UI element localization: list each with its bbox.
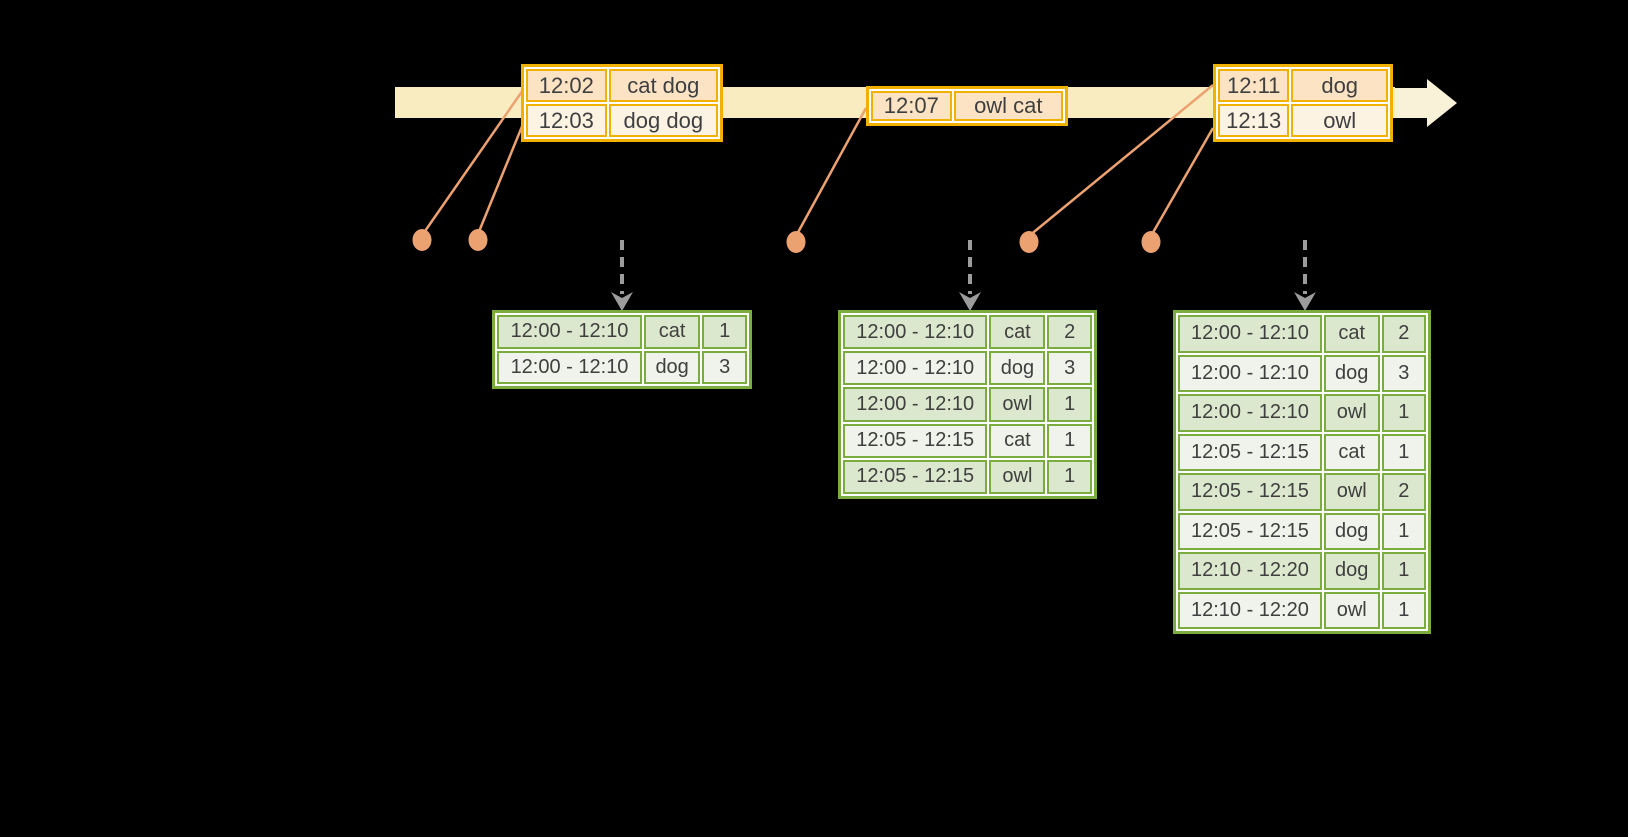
event-words-cell: dog (1291, 69, 1388, 102)
result-count-cell: 1 (1047, 423, 1092, 458)
event-dots (412, 229, 1161, 253)
result-window-cell: 12:00 - 12:10 (843, 315, 988, 350)
result-count-cell: 1 (1381, 433, 1426, 471)
result-window-cell: 12:00 - 12:10 (1178, 394, 1322, 432)
event-line (1028, 84, 1214, 237)
event-row: 12:02 cat dog (526, 69, 718, 102)
result-word-cell: cat (644, 315, 701, 349)
result-window-cell: 12:10 - 12:20 (1178, 552, 1322, 590)
event-dot-icon (1019, 231, 1039, 253)
result-window-cell: 12:00 - 12:10 (843, 387, 988, 422)
result-window-cell: 12:00 - 12:10 (497, 315, 642, 349)
result-word-cell: cat (989, 315, 1046, 350)
result-word-cell: dog (1323, 354, 1380, 392)
result-word-cell: owl (1323, 591, 1380, 629)
result-window-cell: 12:00 - 12:10 (1178, 354, 1322, 392)
event-row: 12:03 dog dog (526, 104, 718, 137)
result-row: 12:05 - 12:15 owl 1 (843, 459, 1092, 495)
result-window-cell: 12:05 - 12:15 (1178, 473, 1322, 511)
result-row: 12:05 - 12:15 cat 1 (1178, 433, 1426, 471)
result-word-cell: owl (1323, 473, 1380, 511)
result-word-cell: cat (989, 423, 1046, 458)
event-time-cell: 12:02 (526, 69, 607, 102)
result-row: 12:00 - 12:10 dog 3 (843, 351, 1092, 386)
result-word-cell: dog (1323, 512, 1380, 550)
result-count-cell: 1 (1047, 387, 1092, 422)
result-table-3: 12:00 - 12:10 cat 2 12:00 - 12:10 dog 3 … (1173, 310, 1431, 634)
event-dot-icon (786, 231, 806, 253)
result-count-cell: 3 (702, 350, 747, 384)
result-count-cell: 2 (1381, 315, 1426, 353)
result-count-cell: 3 (1047, 351, 1092, 386)
result-count-cell: 1 (1047, 459, 1092, 495)
result-window-cell: 12:10 - 12:20 (1178, 591, 1322, 629)
event-time-cell: 12:03 (526, 104, 607, 137)
result-word-cell: cat (1323, 433, 1380, 471)
event-dot-icon (412, 229, 432, 251)
event-line (421, 89, 525, 235)
result-row: 12:00 - 12:10 dog 3 (1178, 354, 1426, 392)
result-row: 12:05 - 12:15 dog 1 (1178, 512, 1426, 550)
result-row: 12:00 - 12:10 cat 2 (1178, 315, 1426, 353)
result-window-cell: 12:05 - 12:15 (1178, 512, 1322, 550)
result-word-cell: dog (644, 350, 701, 384)
event-time-cell: 12:11 (1218, 69, 1290, 102)
result-count-cell: 1 (702, 315, 747, 349)
event-table-1: 12:02 cat dog 12:03 dog dog (521, 64, 723, 142)
result-window-cell: 12:05 - 12:15 (843, 459, 988, 495)
event-words-cell: dog dog (608, 104, 718, 137)
result-word-cell: cat (1323, 315, 1380, 353)
event-row: 12:07 owl cat (871, 91, 1063, 121)
result-row: 12:00 - 12:10 cat 1 (497, 315, 747, 349)
event-words-cell: cat dog (608, 69, 718, 102)
result-row: 12:00 - 12:10 cat 2 (843, 315, 1092, 350)
result-table-1: 12:00 - 12:10 cat 1 12:00 - 12:10 dog 3 (492, 310, 752, 389)
event-words-cell: owl (1291, 104, 1388, 137)
result-row: 12:00 - 12:10 owl 1 (1178, 394, 1426, 432)
result-row: 12:05 - 12:15 owl 2 (1178, 473, 1426, 511)
event-row: 12:13 owl (1218, 104, 1388, 137)
result-window-cell: 12:00 - 12:10 (843, 351, 988, 386)
result-count-cell: 2 (1047, 315, 1092, 350)
event-table-2: 12:07 owl cat (866, 86, 1068, 126)
event-table-3: 12:11 dog 12:13 owl (1213, 64, 1393, 142)
trigger-arrow-down-icon (611, 240, 633, 311)
result-window-cell: 12:05 - 12:15 (1178, 433, 1322, 471)
result-table-2: 12:00 - 12:10 cat 2 12:00 - 12:10 dog 3 … (838, 310, 1097, 499)
event-line (794, 107, 868, 237)
result-count-cell: 1 (1381, 552, 1426, 590)
trigger-arrow-down-icon (959, 240, 981, 311)
event-line (1149, 127, 1215, 237)
event-dot-icon (1141, 231, 1161, 253)
result-row: 12:05 - 12:15 cat 1 (843, 423, 1092, 458)
event-row: 12:11 dog (1218, 69, 1388, 102)
result-count-cell: 2 (1381, 473, 1426, 511)
trigger-arrows (611, 240, 1316, 311)
result-window-cell: 12:05 - 12:15 (843, 423, 988, 458)
result-word-cell: dog (989, 351, 1046, 386)
result-count-cell: 3 (1381, 354, 1426, 392)
event-leader-lines (421, 84, 1215, 237)
timeline-arrowhead-icon (1395, 79, 1457, 127)
result-window-cell: 12:00 - 12:10 (497, 350, 642, 384)
event-time-cell: 12:13 (1218, 104, 1290, 137)
event-words-cell: owl cat (953, 91, 1063, 121)
result-row: 12:00 - 12:10 owl 1 (843, 387, 1092, 422)
result-count-cell: 1 (1381, 512, 1426, 550)
result-word-cell: owl (1323, 394, 1380, 432)
result-row: 12:10 - 12:20 dog 1 (1178, 552, 1426, 590)
event-line (476, 123, 525, 235)
result-count-cell: 1 (1381, 394, 1426, 432)
result-word-cell: owl (989, 387, 1046, 422)
result-word-cell: owl (989, 459, 1046, 495)
trigger-arrow-down-icon (1294, 240, 1316, 311)
result-row: 12:10 - 12:20 owl 1 (1178, 591, 1426, 629)
event-time-cell: 12:07 (871, 91, 952, 121)
result-window-cell: 12:00 - 12:10 (1178, 315, 1322, 353)
result-count-cell: 1 (1381, 591, 1426, 629)
event-dot-icon (468, 229, 488, 251)
result-word-cell: dog (1323, 552, 1380, 590)
result-row: 12:00 - 12:10 dog 3 (497, 350, 747, 384)
